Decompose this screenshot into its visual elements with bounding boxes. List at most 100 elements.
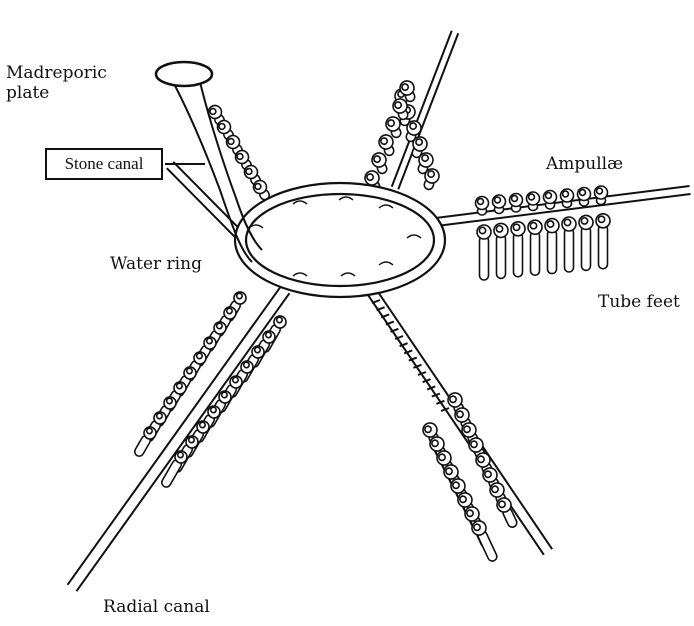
- ampulla-highlight: [209, 406, 217, 414]
- tube-feet-group: [133, 80, 611, 562]
- ring-notch: [292, 272, 308, 277]
- ampulla-highlight: [195, 352, 203, 360]
- tube-foot: [471, 520, 498, 562]
- ampulla-highlight: [264, 331, 272, 339]
- ampulla-highlight: [366, 173, 375, 182]
- ampulla-highlight: [145, 427, 153, 435]
- ampulla-highlight: [478, 226, 487, 235]
- tube-foot: [392, 98, 409, 121]
- tube-foot: [559, 188, 575, 209]
- tube-foot: [378, 134, 395, 157]
- tube-foot: [510, 221, 526, 278]
- ampulla-highlight: [561, 190, 570, 198]
- ampulla-highlight: [431, 439, 439, 448]
- tube-foot-stub: [385, 320, 395, 326]
- tube-foot: [474, 195, 490, 216]
- tube-foot-stub: [408, 356, 418, 362]
- tube-foot: [595, 213, 611, 270]
- ampulla-highlight: [227, 137, 235, 146]
- ampullae-label: Ampullæ: [546, 154, 624, 174]
- tube-foot-stem: [580, 225, 592, 272]
- tube-foot: [493, 222, 509, 280]
- tube-foot: [542, 189, 558, 210]
- ampulla-highlight: [498, 500, 506, 509]
- tube-foot-stub: [376, 306, 385, 312]
- ampulla-highlight: [597, 215, 606, 224]
- radial-canal-label: Radial canal: [103, 597, 210, 617]
- ampulla-highlight: [394, 101, 403, 110]
- tube-foot-stem: [478, 235, 490, 281]
- tube-foot: [234, 149, 253, 171]
- tube-foot-stub: [413, 363, 422, 369]
- ampulla-highlight: [218, 122, 226, 131]
- ampulla-highlight: [205, 337, 213, 345]
- ampulla-highlight: [235, 292, 243, 300]
- tube-foot: [576, 186, 592, 207]
- ampulla-highlight: [495, 224, 504, 233]
- ampulla-highlight: [155, 412, 163, 420]
- ring-notch: [292, 200, 308, 205]
- tube-foot: [527, 219, 543, 276]
- ampulla-highlight: [254, 182, 262, 191]
- ampulla-highlight: [491, 485, 499, 494]
- tube-foot-stem: [495, 233, 507, 280]
- tube-foot: [371, 152, 388, 175]
- ampulla-highlight: [477, 455, 485, 464]
- tube-foot: [525, 191, 541, 212]
- radial-canal-edge: [397, 32, 460, 190]
- tube-foot-stub: [380, 313, 390, 319]
- tube-foot: [423, 168, 440, 191]
- water-ring: [233, 181, 447, 299]
- tube-foot-stub: [417, 371, 427, 376]
- ampulla-highlight: [409, 122, 418, 131]
- tube-foot-stub: [422, 378, 431, 384]
- ampulla-highlight: [510, 194, 519, 203]
- tube-foot-stub: [436, 399, 445, 405]
- ampulla-highlight: [470, 440, 478, 449]
- tube-foot-stubs: [371, 299, 450, 412]
- stone-canal-edge: [171, 79, 253, 263]
- tube-foot-stem: [597, 224, 609, 270]
- ampulla-highlight: [438, 453, 446, 462]
- tube-foot: [561, 216, 577, 273]
- tube-foot: [496, 497, 518, 528]
- ampulla-highlight: [387, 119, 396, 128]
- ampulla-highlight: [473, 523, 481, 532]
- madreporic-label-line2: plate: [6, 83, 50, 103]
- ampulla-highlight: [445, 467, 453, 476]
- stone-canal-drawing: [154, 60, 263, 263]
- tube-foot-stub: [394, 335, 404, 340]
- tube-foot-stub: [426, 385, 436, 391]
- water-ring-label: Water ring: [110, 254, 202, 274]
- tube-foot: [476, 224, 492, 281]
- ampulla-highlight: [476, 197, 485, 206]
- madreporic-label-line1: Madreporic: [6, 63, 107, 83]
- ampulla-highlight: [527, 193, 536, 201]
- ampulla-highlight: [187, 436, 195, 444]
- ampulla-highlight: [449, 395, 457, 404]
- tube-foot-stem: [563, 227, 575, 273]
- ring-notch: [406, 234, 422, 239]
- ampulla-highlight: [209, 107, 217, 116]
- tube-foot: [405, 120, 422, 143]
- ampulla-highlight: [563, 218, 572, 227]
- tube-foot: [252, 179, 271, 201]
- tube-foot-stem: [546, 228, 558, 275]
- ampulla-highlight: [415, 138, 424, 147]
- radial-canal-edge: [390, 30, 453, 188]
- ampulla-highlight: [452, 481, 460, 490]
- tube-foot-stub: [390, 327, 399, 333]
- tube-foot-stub: [440, 407, 450, 412]
- tube-foot: [216, 119, 235, 141]
- ampulla-highlight: [185, 367, 193, 375]
- ampulla-highlight: [544, 191, 553, 200]
- ring-notch: [378, 204, 394, 209]
- ampulla-highlight: [456, 410, 464, 419]
- tube-foot: [385, 116, 402, 139]
- ampulla-highlight: [225, 307, 233, 315]
- tube-foot: [160, 450, 188, 488]
- ampulla-highlight: [220, 391, 228, 399]
- ampulla-highlight: [275, 316, 283, 324]
- radial-canal-edge: [75, 292, 291, 592]
